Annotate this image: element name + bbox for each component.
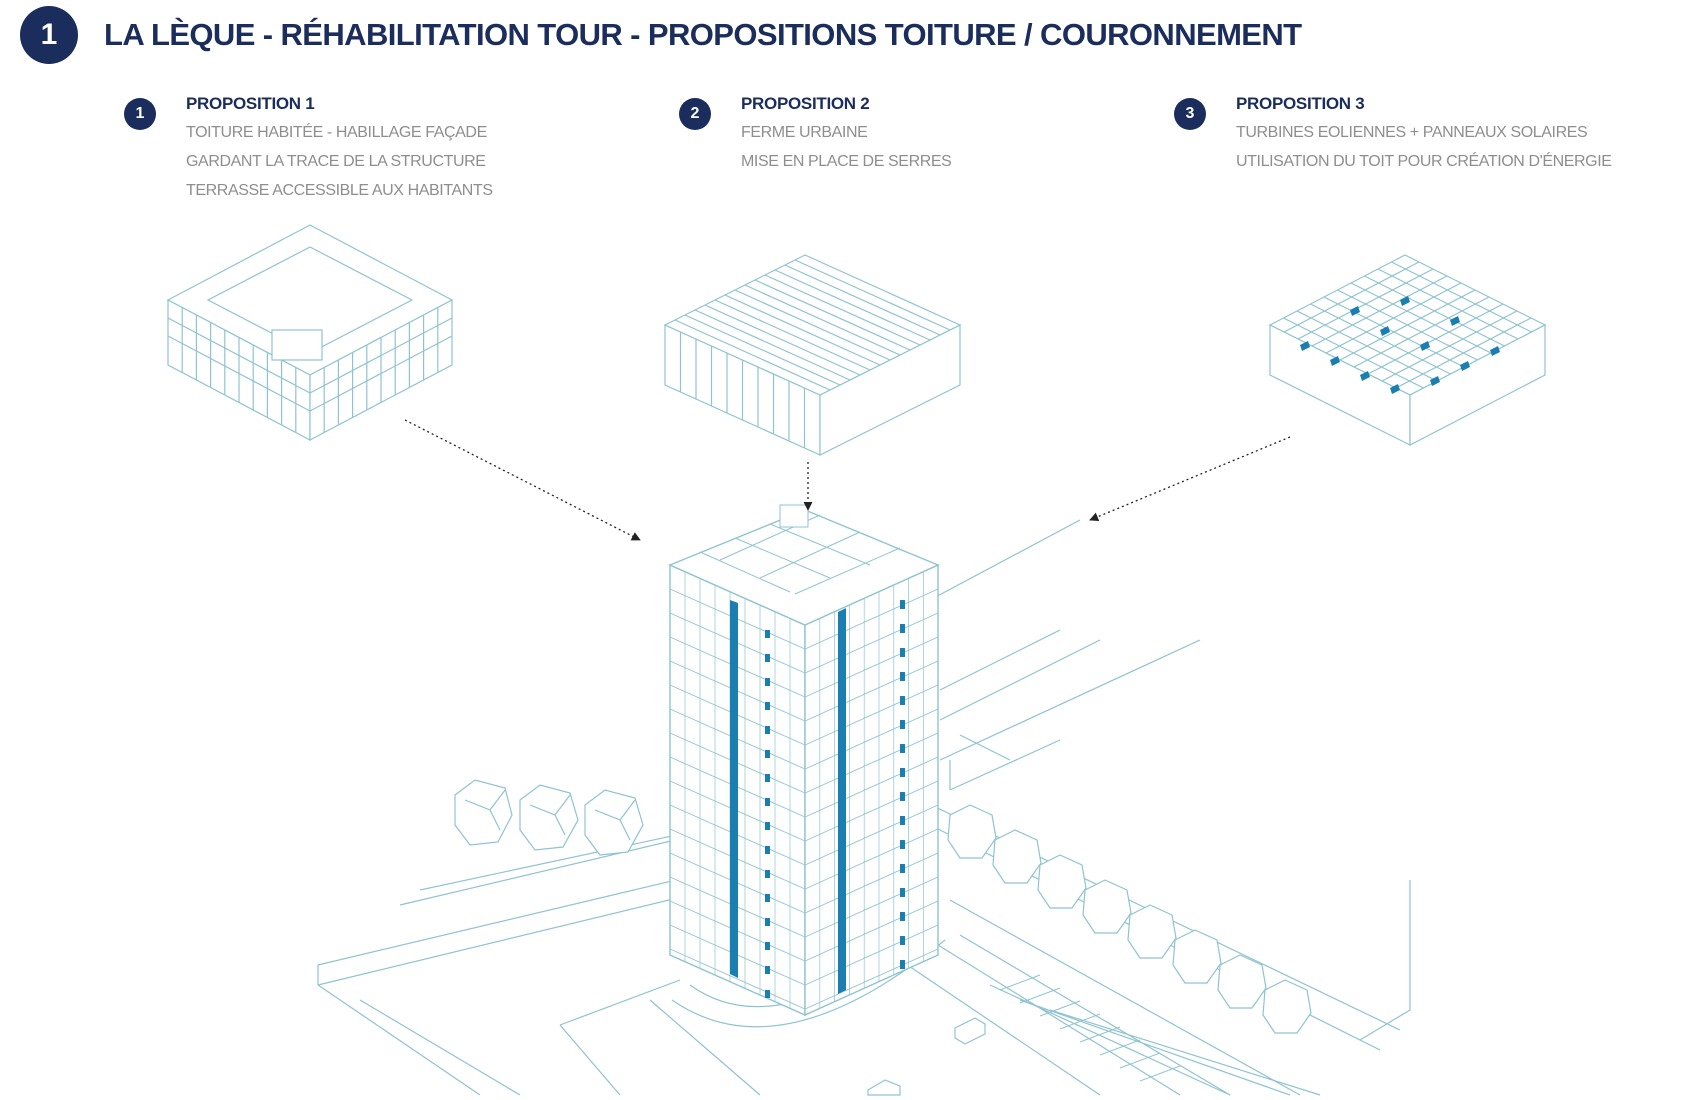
proposition-1-line-3: TERRASSE ACCESSIBLE AUX HABITANTS: [186, 182, 493, 199]
proposition-3-title: PROPOSITION 3: [1236, 94, 1365, 113]
page-header: 1 LA LÈQUE - RÉHABILITATION TOUR - PROPO…: [20, 5, 1302, 65]
proposition-3-line-1: TURBINES EOLIENNES + PANNEAUX SOLAIRES: [1236, 124, 1588, 141]
proposition-2-drawing: [663, 254, 962, 456]
site-plan: [317, 519, 1411, 1096]
proposition-2-line-1: FERME URBAINE: [741, 124, 868, 141]
parking-stalls: [999, 974, 1181, 1082]
trees-left: [454, 779, 644, 856]
page-title: LA LÈQUE - RÉHABILITATION TOUR - PROPOSI…: [104, 17, 1302, 52]
trees-right: [947, 804, 1312, 1034]
arrow-1: [404, 419, 641, 541]
proposition-3-line-2: UTILISATION DU TOIT POUR CRÉATION D'ÉNER…: [1236, 153, 1612, 170]
proposition-2-line-2: MISE EN PLACE DE SERRES: [741, 153, 952, 170]
main-tower: [668, 504, 940, 1017]
proposition-arrows: [404, 419, 1291, 541]
arrow-3: [1089, 436, 1291, 522]
proposition-3-badge: 3: [1174, 98, 1206, 130]
proposition-2-badge: 2: [679, 98, 711, 130]
car-1: [954, 1017, 986, 1045]
proposition-3-drawing: [1268, 254, 1547, 446]
proposition-1-line-2: GARDANT LA TRACE DE LA STRUCTURE: [186, 153, 486, 170]
section-number-badge: 1: [20, 6, 78, 64]
proposition-1-badge: 1: [124, 98, 156, 130]
proposition-2-title: PROPOSITION 2: [741, 94, 870, 113]
proposition-1-line-1: TOITURE HABITÉE - HABILLAGE FAÇADE: [186, 124, 487, 141]
proposition-1-title: PROPOSITION 1: [186, 94, 315, 113]
proposition-1-drawing: [166, 224, 454, 441]
car-2: [867, 1079, 901, 1096]
